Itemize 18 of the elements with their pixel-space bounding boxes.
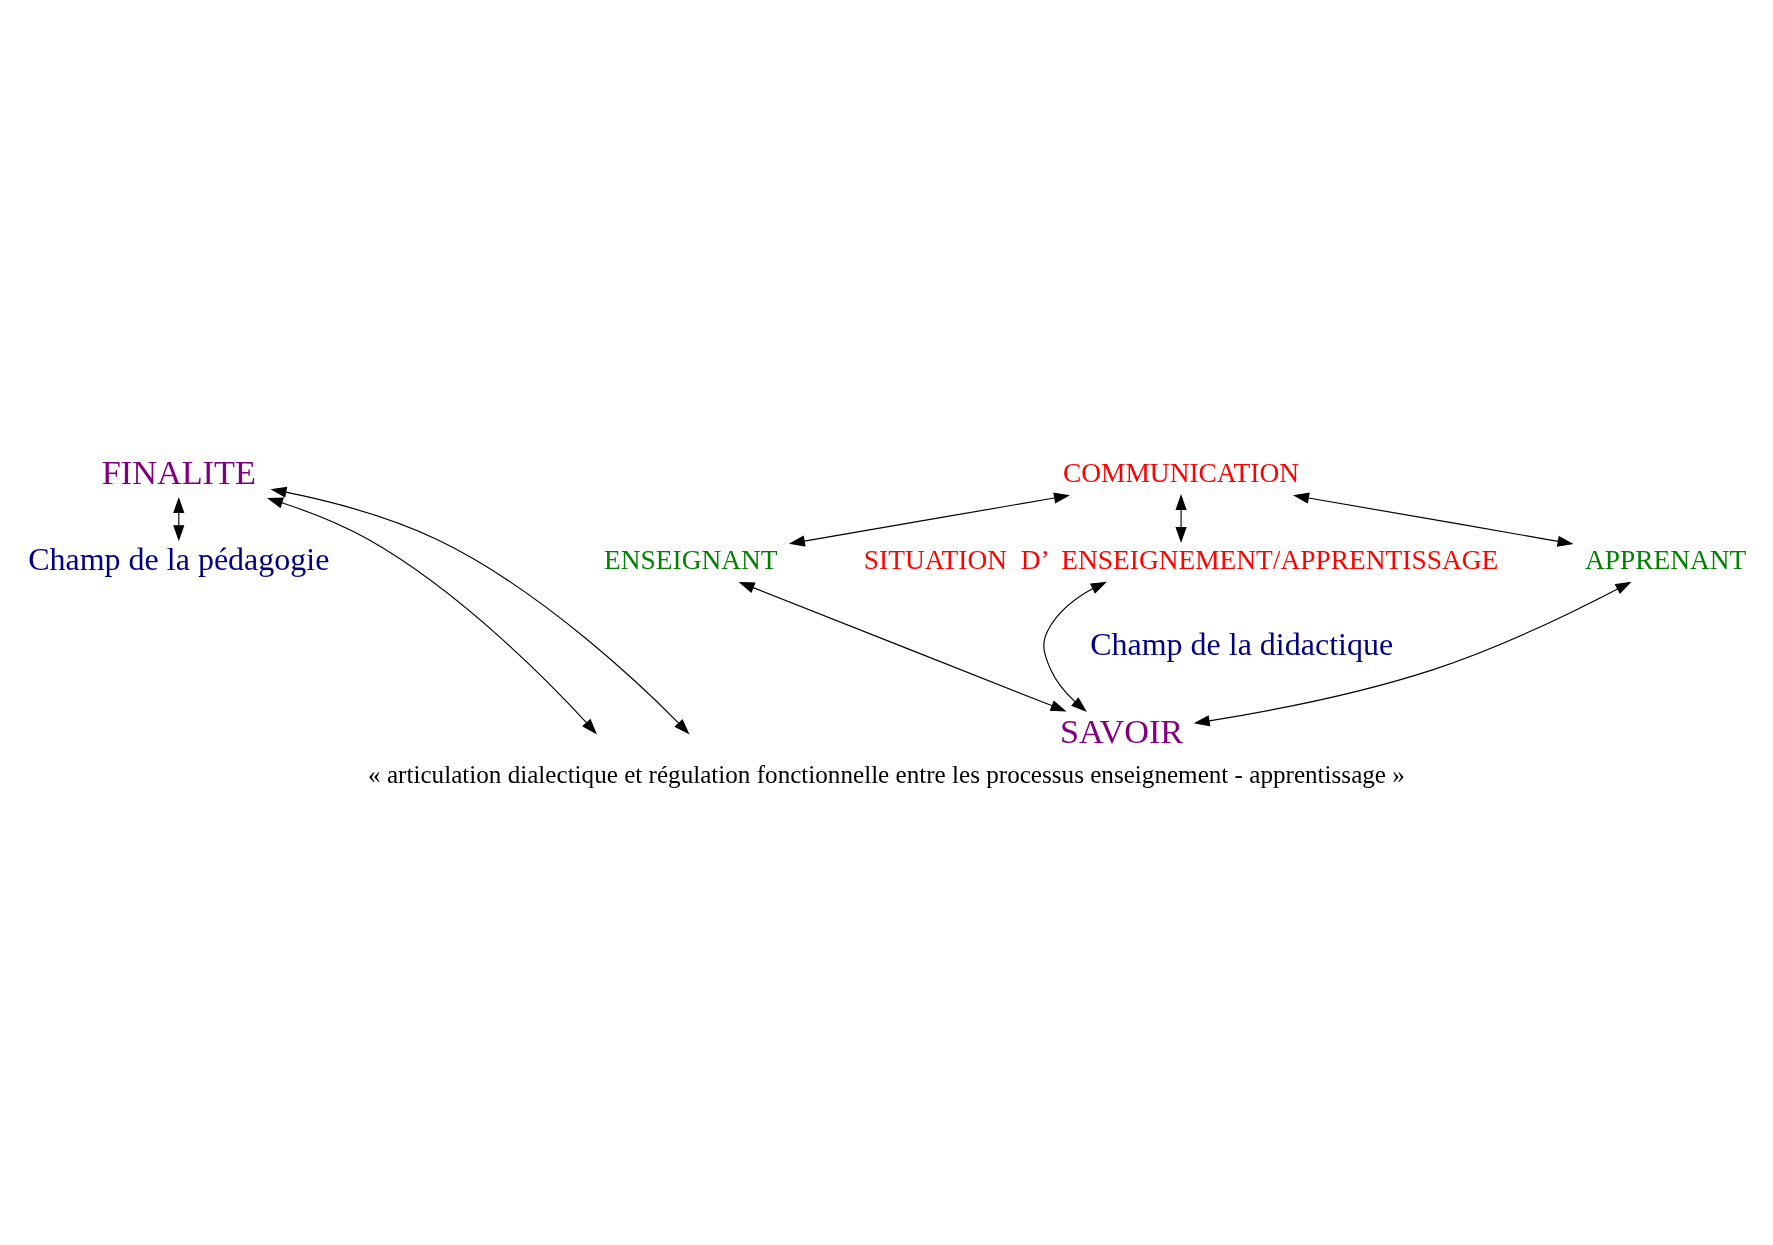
node-text: SITUATION D’ ENSEIGNEMENT/APPRENTISSAGE: [863, 544, 1499, 575]
node-text: FINALITE: [101, 452, 256, 491]
arrow: [738, 581, 1067, 712]
node-text: ENSEIGNANT: [604, 544, 778, 575]
arrow: [267, 496, 597, 734]
arrow: [1193, 581, 1632, 726]
arrow: [788, 492, 1070, 547]
node-text: SAVOIR: [1060, 711, 1184, 750]
arrow: [270, 486, 690, 734]
node-text: Champ de la pédagogie: [28, 540, 330, 577]
node-text: APPRENANT: [1584, 544, 1747, 575]
caption: « articulation dialectique et régulation fonctionnelle entre les processus enseignement - apprentissage »: [368, 760, 1405, 788]
arrow: [173, 496, 185, 541]
node-text: COMMUNICATION: [1063, 457, 1300, 488]
arrow: [1043, 581, 1107, 712]
arrow: [1293, 492, 1574, 547]
arrow: [1175, 493, 1187, 543]
label: Champ de la didactique: [1090, 625, 1394, 662]
